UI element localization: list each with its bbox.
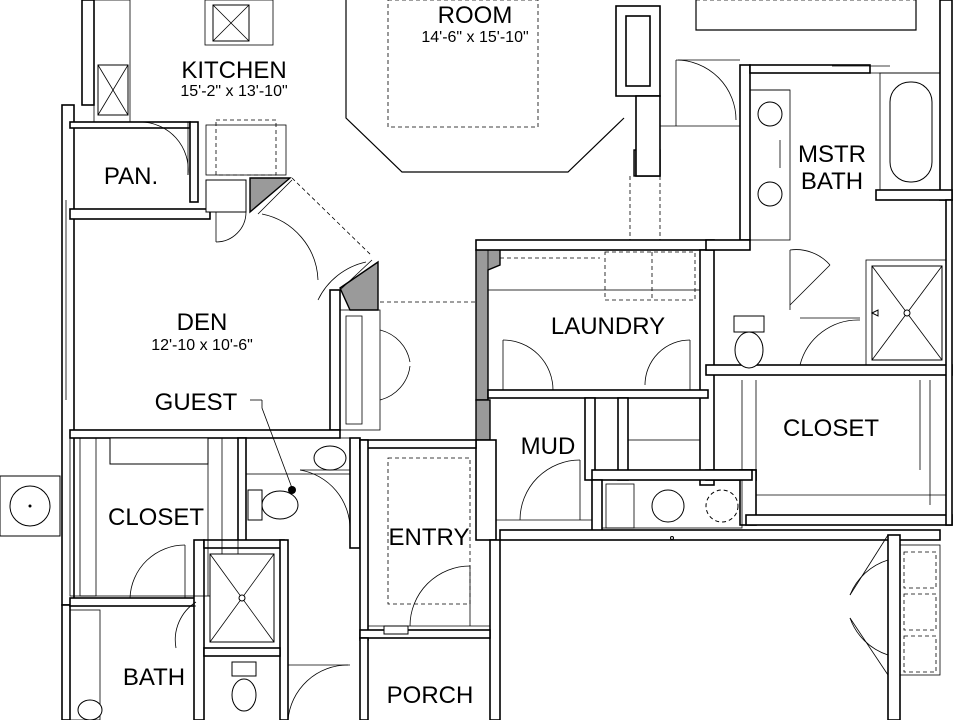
- room-label-guest: GUEST: [155, 389, 238, 416]
- room-label-pantry: PAN.: [104, 163, 158, 190]
- walls: [61, 0, 953, 720]
- room-label-closet-left: CLOSET: [108, 504, 204, 531]
- room-dims-den: 12'-10 x 10'-6": [151, 337, 253, 354]
- room-label-mstr-bath-line1: MSTR: [798, 141, 866, 168]
- room-label-den: DEN: [177, 309, 228, 336]
- room-label-entry: ENTRY: [389, 524, 470, 551]
- room-label-kitchen: KITCHEN: [181, 57, 286, 84]
- room-label-room: ROOM: [438, 2, 513, 29]
- room-label-bath: BATH: [123, 664, 185, 691]
- room-label-closet-right: CLOSET: [783, 415, 879, 442]
- room-label-mud: MUD: [521, 433, 576, 460]
- room-dims-room: 14'-6" x 15'-10": [421, 29, 528, 46]
- room-label-porch: PORCH: [387, 682, 474, 709]
- room-label-laundry: LAUNDRY: [551, 313, 665, 340]
- room-label-mstr-bath-line2: BATH: [801, 168, 863, 195]
- room-dims-kitchen: 15'-2" x 13'-10": [180, 83, 287, 100]
- room-labels: ROOM 14'-6" x 15'-10" KITCHEN 15'-2" x 1…: [104, 2, 879, 709]
